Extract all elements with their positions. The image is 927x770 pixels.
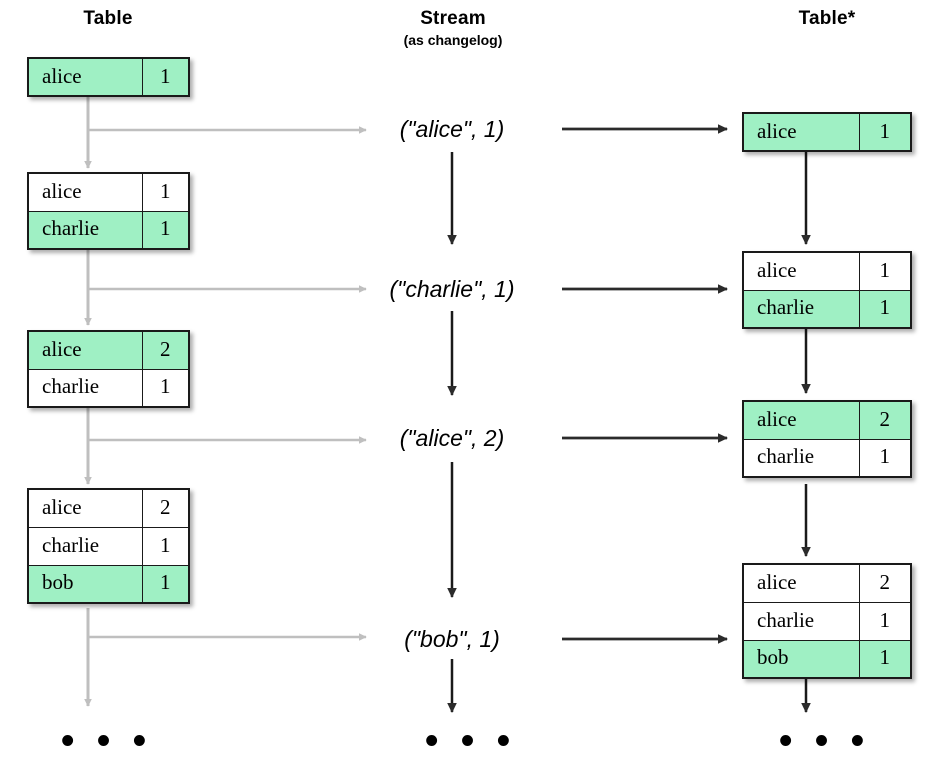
right-table-4[interactable]: alice 2 charlie 1 bob 1 [742,563,912,679]
stream-record-1: ("alice", 1) [399,116,505,142]
right-table-1[interactable]: alice 1 [742,112,912,152]
column-title-table-star: Table* [747,8,907,30]
stream-column-ellipsis: • • • [425,720,517,762]
table-cell-value: 1 [858,601,912,641]
table-cell-value: 1 [858,112,912,152]
table-cell-key: charlie [27,526,143,566]
left-table-4[interactable]: alice 2 charlie 1 bob 1 [27,488,190,604]
table-cell-key: bob [27,564,143,604]
table-cell-key: alice [742,112,860,152]
table-row[interactable]: bob 1 [27,564,190,604]
table-row[interactable]: alice 2 [27,330,190,370]
left-column-ellipsis: • • • [61,720,153,762]
column-title-table-star-main: Table* [798,8,856,29]
table-row[interactable]: charlie 1 [27,526,190,566]
right-column-ellipsis: • • • [779,720,871,762]
stream-to-table-arrows [562,124,728,644]
table-row[interactable]: alice 2 [27,488,190,528]
table-cell-value: 2 [858,400,912,440]
table-cell-key: charlie [742,438,860,478]
table-row[interactable]: alice 2 [742,563,912,603]
table-row[interactable]: charlie 1 [27,368,190,408]
table-row[interactable]: alice 1 [742,251,912,291]
table-cell-value: 1 [858,289,912,329]
stream-record-3: ("alice", 2) [399,425,505,451]
column-title-table: Table [28,8,188,30]
table-row[interactable]: charlie 1 [742,601,912,641]
right-table-3[interactable]: alice 2 charlie 1 [742,400,912,478]
column-title-stream-main: Stream [420,8,486,29]
table-cell-key: alice [742,400,860,440]
table-cell-key: alice [742,251,860,291]
table-row[interactable]: alice 1 [742,112,912,152]
table-row[interactable]: alice 1 [27,57,190,97]
table-cell-key: charlie [27,210,143,250]
table-cell-key: alice [27,57,143,97]
right-table-2[interactable]: alice 1 charlie 1 [742,251,912,329]
table-cell-key: alice [742,563,860,603]
table-cell-value: 1 [858,251,912,291]
table-row[interactable]: charlie 1 [742,289,912,329]
table-cell-value: 1 [141,564,190,604]
table-cell-key: charlie [742,289,860,329]
table-row[interactable]: charlie 1 [742,438,912,478]
table-cell-value: 2 [141,330,190,370]
left-table-1[interactable]: alice 1 [27,57,190,97]
table-row[interactable]: alice 2 [742,400,912,440]
table-cell-value: 1 [858,639,912,679]
left-table-2[interactable]: alice 1 charlie 1 [27,172,190,250]
table-cell-key: charlie [27,368,143,408]
column-title-stream: Stream (as changelog) [373,8,533,48]
left-table-3[interactable]: alice 2 charlie 1 [27,330,190,408]
table-cell-key: bob [742,639,860,679]
table-cell-value: 1 [141,368,190,408]
table-cell-value: 2 [141,488,190,528]
stream-record-2: ("charlie", 1) [389,276,515,302]
stream-record-4: ("bob", 1) [404,626,500,652]
table-row[interactable]: charlie 1 [27,210,190,250]
table-cell-value: 1 [141,210,190,250]
table-cell-key: alice [27,330,143,370]
table-cell-value: 2 [858,563,912,603]
table-cell-key: alice [27,172,143,212]
table-cell-value: 1 [858,438,912,478]
table-cell-value: 1 [141,526,190,566]
table-cell-key: alice [27,488,143,528]
table-row[interactable]: alice 1 [27,172,190,212]
table-cell-value: 1 [141,57,190,97]
table-cell-value: 1 [141,172,190,212]
column-title-table-main: Table [83,8,133,29]
table-cell-key: charlie [742,601,860,641]
table-row[interactable]: bob 1 [742,639,912,679]
column-title-stream-sub: (as changelog) [403,31,503,48]
